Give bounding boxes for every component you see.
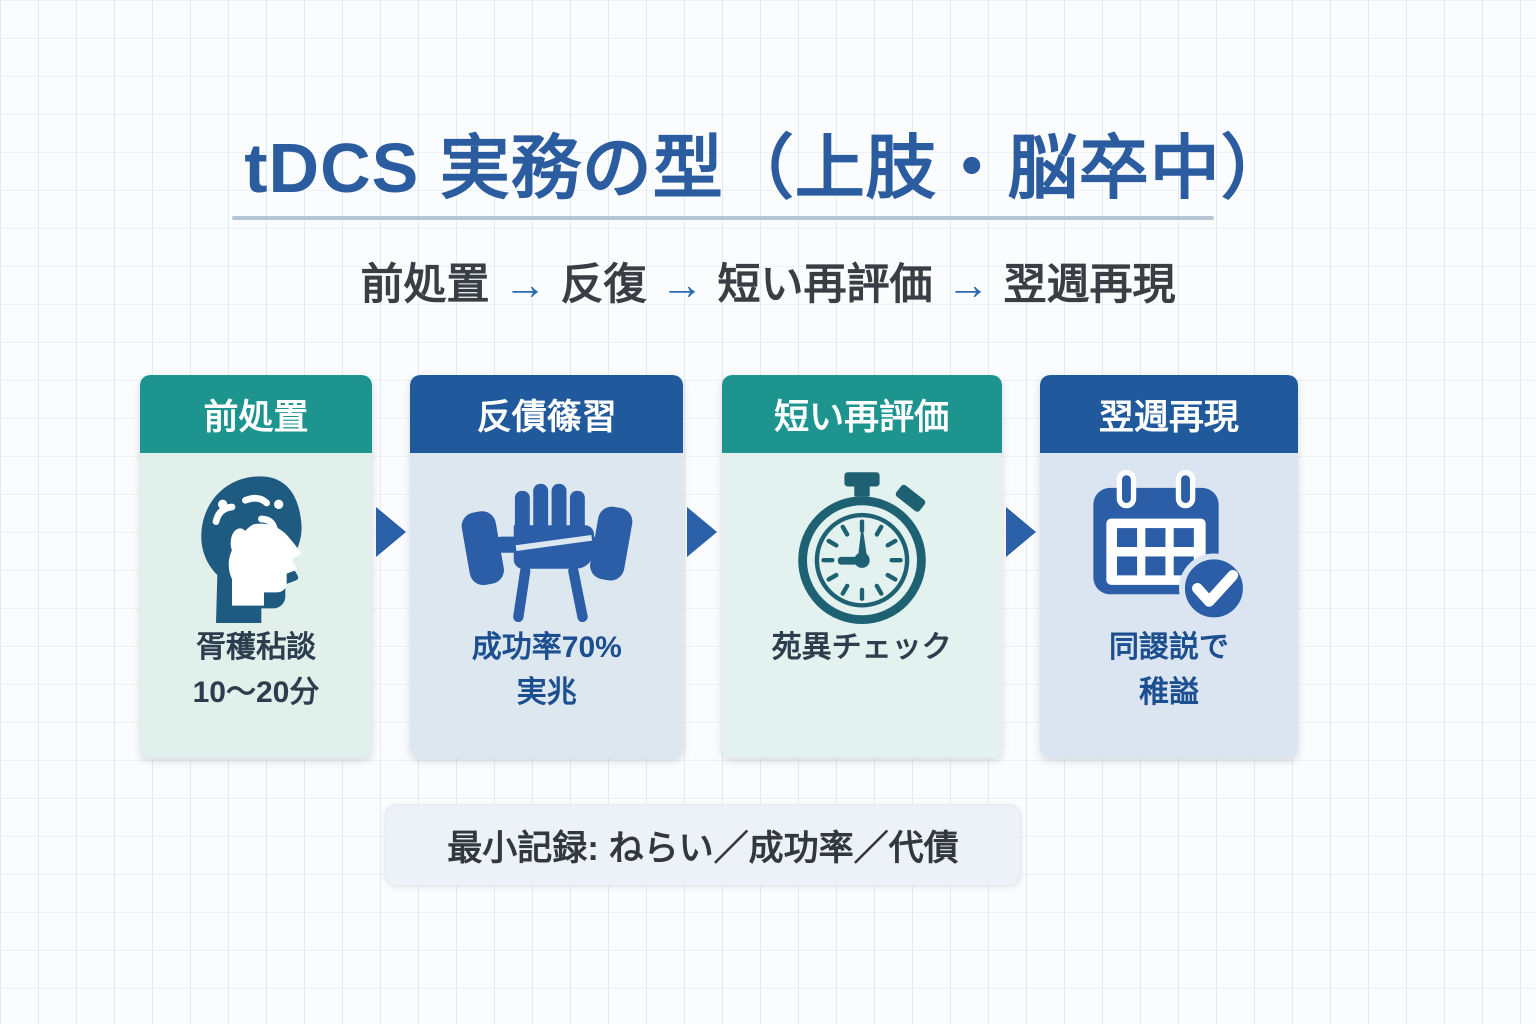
- card-reevaluation-line1: 苑異チェック: [771, 631, 952, 664]
- card-pretreatment-header: 前処置: [140, 375, 372, 453]
- flow-step-4: 翌週再現: [1003, 261, 1176, 309]
- flow-arrow-icon: →: [660, 261, 704, 309]
- card-reevaluation-body: 苑異チェック: [721, 453, 1002, 758]
- card-repetition: 反債篠習: [410, 375, 684, 758]
- card-pretreatment-line1: 胥穫秥談: [196, 631, 316, 664]
- flow-step-1: 前処置: [360, 261, 490, 309]
- fist-dumbbell-icon: [461, 453, 633, 625]
- card-reproduction-line2: 稚謚: [1138, 676, 1199, 709]
- flow-step-3: 短い再評価: [717, 261, 933, 309]
- stopwatch-icon: [790, 453, 934, 625]
- card-reevaluation-header: 短い再評価: [721, 375, 1002, 453]
- calendar-check-icon: [1086, 453, 1252, 625]
- footer-note: 最小記録: ねらい／成功率／代債: [385, 804, 1021, 886]
- card-reproduction-line1: 同謖説で: [1108, 631, 1229, 664]
- card-pretreatment: 前処置: [140, 375, 372, 758]
- card-reevaluation: 短い再評価: [721, 375, 1002, 758]
- card-repetition-line1: 成功率70%: [471, 631, 622, 664]
- process-cards-row: 前処置: [140, 375, 1298, 758]
- flow-step-2: 反復: [560, 261, 647, 309]
- card-reproduction-header: 翌週再現: [1039, 375, 1298, 453]
- card-pretreatment-text: 胥穫秥談 10〜20分: [193, 625, 320, 715]
- head-brain-icon: [176, 453, 336, 625]
- card-repetition-line2: 実兆: [516, 676, 577, 709]
- card-pretreatment-body: 胥穫秥談 10〜20分: [140, 453, 372, 758]
- card-reevaluation-text: 苑異チェック: [772, 625, 952, 670]
- card-repetition-header: 反債篠習: [410, 375, 684, 453]
- card-reevaluation-title: 短い再評価: [774, 397, 950, 437]
- card-pretreatment-line2: 10〜20分: [192, 676, 320, 709]
- card-repetition-text: 成功率70% 実兆: [472, 625, 622, 715]
- card-pretreatment-title: 前処置: [203, 397, 309, 437]
- flow-arrow-icon: →: [946, 261, 990, 309]
- card-repetition-title: 反債篠習: [476, 397, 617, 437]
- flow-arrow-icon: →: [503, 261, 547, 309]
- card-reproduction: 翌週再現: [1039, 375, 1298, 758]
- page-title: tDCS 実務の型（上肢・脳卒中）: [244, 129, 1292, 207]
- card-repetition-body: 成功率70% 実兆: [410, 453, 684, 758]
- arrow-right-icon: [1005, 507, 1036, 557]
- title-underline: [232, 216, 1214, 220]
- arrow-right-icon: [376, 507, 407, 557]
- card-reproduction-title: 翌週再現: [1098, 397, 1239, 437]
- card-reproduction-body: 同謖説で 稚謚: [1039, 453, 1298, 758]
- card-reproduction-text: 同謖説で 稚謚: [1109, 625, 1229, 715]
- footer-note-text: 最小記録: ねらい／成功率／代債: [447, 828, 959, 868]
- flow-summary: 前処置 → 反復 → 短い再評価 → 翌週再現: [0, 250, 1536, 312]
- arrow-right-icon: [687, 507, 718, 557]
